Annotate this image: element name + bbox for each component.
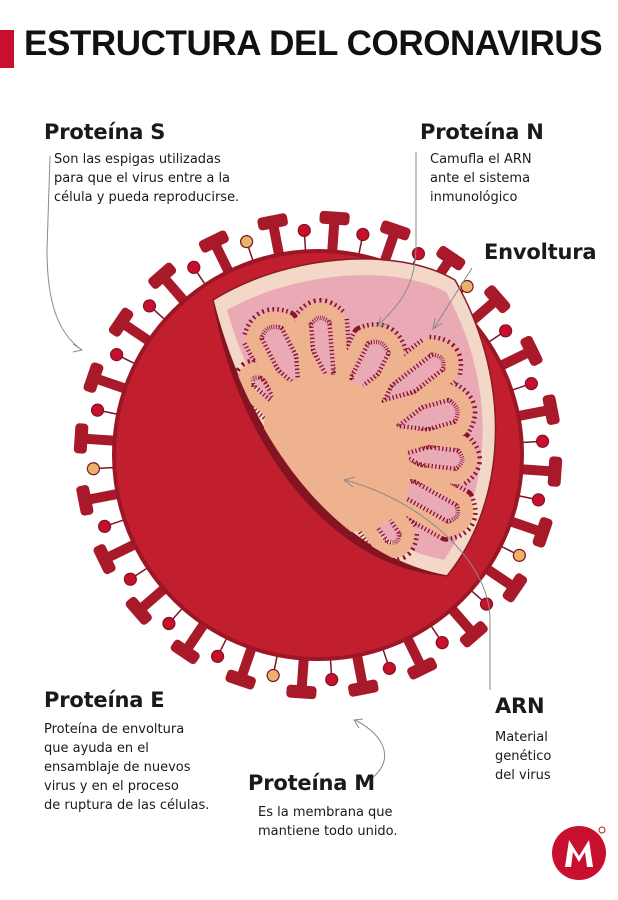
spike-protein xyxy=(83,362,131,395)
desc-proteina-m: Es la membrana que mantiene todo unido. xyxy=(258,805,398,839)
spike-protein xyxy=(76,485,123,516)
spike-protein xyxy=(378,220,411,268)
spike-protein xyxy=(401,632,438,680)
spike-protein xyxy=(513,394,560,425)
label-arn: ARN xyxy=(495,694,545,718)
callout-proteina-n xyxy=(377,152,417,326)
spike-protein xyxy=(495,335,543,372)
label-proteina-m: Proteína M xyxy=(248,771,375,795)
protein-e-marker xyxy=(86,462,117,476)
spike-protein xyxy=(286,654,317,700)
spike-protein xyxy=(445,602,488,648)
virus-rim xyxy=(112,249,524,661)
spike-protein xyxy=(198,230,235,278)
arrowhead-envoltura xyxy=(432,317,443,331)
spike-proteins xyxy=(73,210,563,700)
desc-proteina-n: Camufla el ARN ante el sistema inmunológ… xyxy=(430,152,532,205)
arrowhead-s xyxy=(72,343,84,353)
cut-shadow xyxy=(213,300,447,576)
protein-m-marker xyxy=(123,565,150,586)
spike-protein xyxy=(73,423,119,454)
spike-protein xyxy=(319,210,350,256)
desc-arn: Material genético del virus xyxy=(495,730,552,783)
callout-lines xyxy=(46,152,491,779)
label-proteina-e: Proteína E xyxy=(44,688,165,712)
title-accent-bar xyxy=(0,30,14,68)
milenio-m-logo xyxy=(552,826,606,880)
spike-protein xyxy=(225,642,258,690)
protein-m-marker xyxy=(162,605,185,631)
spike-protein xyxy=(481,562,528,603)
label-envoltura: Envoltura xyxy=(484,240,597,264)
small-proteins xyxy=(86,223,550,687)
protein-m-marker xyxy=(381,646,396,675)
desc-proteina-e: Proteína de envoltura que ayuda en el en… xyxy=(44,722,210,813)
desc-proteina-s: Son las espigas utilizadas para que el v… xyxy=(54,152,240,205)
spike-protein xyxy=(348,650,379,697)
spike-protein xyxy=(93,538,141,575)
protein-m-marker xyxy=(519,434,550,448)
rna-strands xyxy=(237,302,478,558)
callout-proteina-m xyxy=(354,719,386,779)
spike-protein xyxy=(125,582,171,625)
label-proteina-s: Proteína S xyxy=(44,120,166,144)
page-title: ESTRUCTURA DEL CORONAVIRUS xyxy=(24,24,603,63)
arrowhead-m xyxy=(353,718,364,729)
spike-protein xyxy=(108,307,155,348)
callout-envoltura xyxy=(433,267,473,329)
label-proteina-n: Proteína N xyxy=(420,120,544,144)
spike-protein xyxy=(505,515,553,548)
spike-protein xyxy=(148,262,191,308)
spike-protein xyxy=(517,456,563,487)
arrowhead-n xyxy=(377,316,388,327)
arrowhead-arn xyxy=(342,476,356,488)
callout-arn xyxy=(344,479,491,690)
spike-protein xyxy=(170,618,211,665)
spike-protein xyxy=(257,213,288,260)
callout-proteina-s xyxy=(46,155,83,351)
